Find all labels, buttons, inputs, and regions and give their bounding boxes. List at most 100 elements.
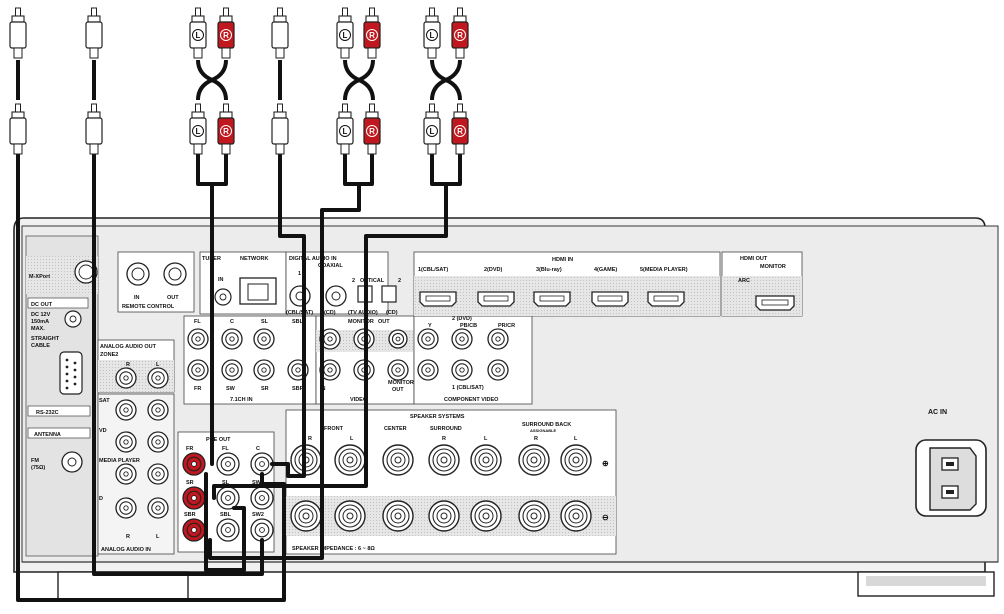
analog-in-row-sat: SAT (99, 398, 110, 404)
hdmi-out-port (755, 295, 795, 311)
coaxial-2-jack (325, 285, 347, 307)
hdmi-port-1-label: 1(CBL/SAT) (418, 267, 448, 273)
svg-text:L: L (196, 127, 201, 136)
left-strip: M-XPort DC OUT DC 12V 150mA MAX. STRAIGH… (25, 235, 99, 557)
spk-rl-4: L (484, 436, 488, 442)
ch71-label-sbr: SBR (292, 386, 304, 392)
hdmi-monitor-label: MONITOR (760, 264, 786, 270)
video-monitor-label: MONITOR (348, 319, 374, 325)
digital-section: TUNER NETWORK IN DIGITAL AUDIO IN COAXIA… (199, 251, 401, 316)
pre-out-sw1-jack (250, 486, 274, 510)
pair-2-left-plug-top: L (423, 7, 441, 59)
pair-1-left-plug-bottom: L (336, 103, 354, 155)
ch71-label-c: C (230, 319, 234, 325)
pair-2-left-plug-bottom: L (423, 103, 441, 155)
pair-0-left-plug-bottom: L (189, 103, 207, 155)
speaker-minus-terminal-2 (382, 500, 414, 532)
zone2-l-jack (147, 367, 169, 389)
digital-num-3: 2 (398, 278, 401, 284)
digital-num-1: 1 (298, 271, 301, 277)
pre-out-sr: SR (186, 480, 194, 486)
pre-out-sbl-jack (216, 518, 240, 542)
pre-out-sl-jack (216, 486, 240, 510)
monitor-out-1: MONITOR (388, 380, 414, 386)
pair-1-right-plug-top: R (363, 7, 381, 59)
speaker-minus-terminal-1 (334, 500, 366, 532)
single-plug-top-2 (271, 7, 289, 59)
cable-pair-2-left (208, 148, 361, 560)
svg-text:L: L (196, 31, 201, 40)
fm-ohm: (75Ω) (31, 465, 45, 471)
mxport-label: M-XPort (29, 274, 50, 280)
remote-control-label: REMOTE CONTROL (122, 304, 175, 310)
hdmi-port-4-label: 4(GAME) (594, 267, 617, 273)
ch71-bottom-jack-2 (253, 359, 275, 381)
dc-spec-2: 150mA (31, 319, 49, 325)
dc-out-label: DC OUT (31, 302, 53, 308)
digital-port-4: (CD) (386, 310, 398, 316)
ac-in-section: AC IN (915, 409, 987, 517)
speaker-minus-terminal-5 (518, 500, 550, 532)
hdmi-in-port-2 (477, 291, 515, 307)
spk-rl-3: R (442, 436, 446, 442)
cable-pair-2-right (357, 148, 374, 186)
speaker-minus-terminal-4 (470, 500, 502, 532)
ch71-in-section: FL C SL SBL FR SW SR SBR 7.1CH IN (183, 315, 317, 405)
straight-cable-2: CABLE (31, 343, 50, 349)
pair-1-left-plug-top: L (336, 7, 354, 59)
ch71-label-fl: FL (194, 319, 201, 325)
digital-num-2: 2 (352, 278, 355, 284)
hdmi-in-port-5 (647, 291, 685, 307)
speaker-front-label: FRONT (324, 426, 344, 432)
rs232c-port (59, 351, 83, 395)
hdmi-port-3-label: 3(Blu-ray) (536, 267, 562, 273)
network-label: NETWORK (240, 256, 268, 262)
hdmi-in-port-4 (591, 291, 629, 307)
ch71-label-fr: FR (194, 386, 201, 392)
pre-out-fl: FL (222, 446, 229, 452)
cable-pair-3-right (444, 148, 462, 186)
single-plug-top-0 (9, 7, 27, 59)
ch71-top-jack-0 (187, 328, 209, 350)
y-loop-top-b-0 (196, 59, 228, 101)
ch71-label-sr: SR (261, 386, 269, 392)
svg-text:R: R (223, 127, 229, 136)
analog-in-l-jack-3 (147, 497, 169, 519)
speaker-surround-back-label: SURROUND BACK (522, 422, 571, 428)
svg-text:R: R (223, 31, 229, 40)
pair-0-right-plug-top: R (217, 7, 235, 59)
fm-antenna-jack (61, 451, 83, 473)
ch71-label-sl: SL (261, 319, 269, 325)
component-top-jack-0 (417, 328, 439, 350)
analog-in-l-jack-0 (147, 399, 169, 421)
hdmi-in-label: HDMI IN (552, 257, 573, 263)
plus-symbol: ⊕ (602, 459, 609, 468)
speaker-systems-label: SPEAKER SYSTEMS (410, 414, 465, 420)
hdmi-port-5-label: 5(MEDIA PLAYER) (640, 267, 688, 273)
ch71-bottom-jack-0 (187, 359, 209, 381)
pre-out-sw1: SW1 (252, 480, 264, 486)
component-video-label: COMPONENT VIDEO (444, 397, 499, 403)
cable-pair-1-left (196, 148, 214, 466)
analog-audio-out-label: ANALOG AUDIO OUT (100, 344, 157, 350)
cable-inner-wrap (204, 472, 246, 572)
pair-2-right-plug-bottom: R (451, 103, 469, 155)
analog-audio-in-label: ANALOG AUDIO IN (101, 547, 151, 553)
svg-text:R: R (369, 31, 375, 40)
hdmi-out-label: HDMI OUT (740, 256, 768, 262)
analog-in-row-dvd: VD (99, 428, 107, 434)
video-monitor-jack-3 (388, 329, 408, 349)
analog-in-r-jack-0 (115, 399, 137, 421)
component-top-jack-1 (451, 328, 473, 350)
cable-pair-1-right (210, 148, 228, 186)
component-bottom-jack-1 (451, 359, 473, 381)
hdmi-out-section: HDMI OUT MONITOR ARC (721, 251, 803, 317)
cable-pair-3-left (212, 148, 448, 500)
single-plug-bottom-2 (271, 103, 289, 155)
tuner-in-label: IN (218, 277, 224, 283)
video-label: VIDEO (350, 397, 368, 403)
spk-rl-5: R (534, 436, 538, 442)
ch71-label-sbl: SBL (292, 319, 304, 325)
